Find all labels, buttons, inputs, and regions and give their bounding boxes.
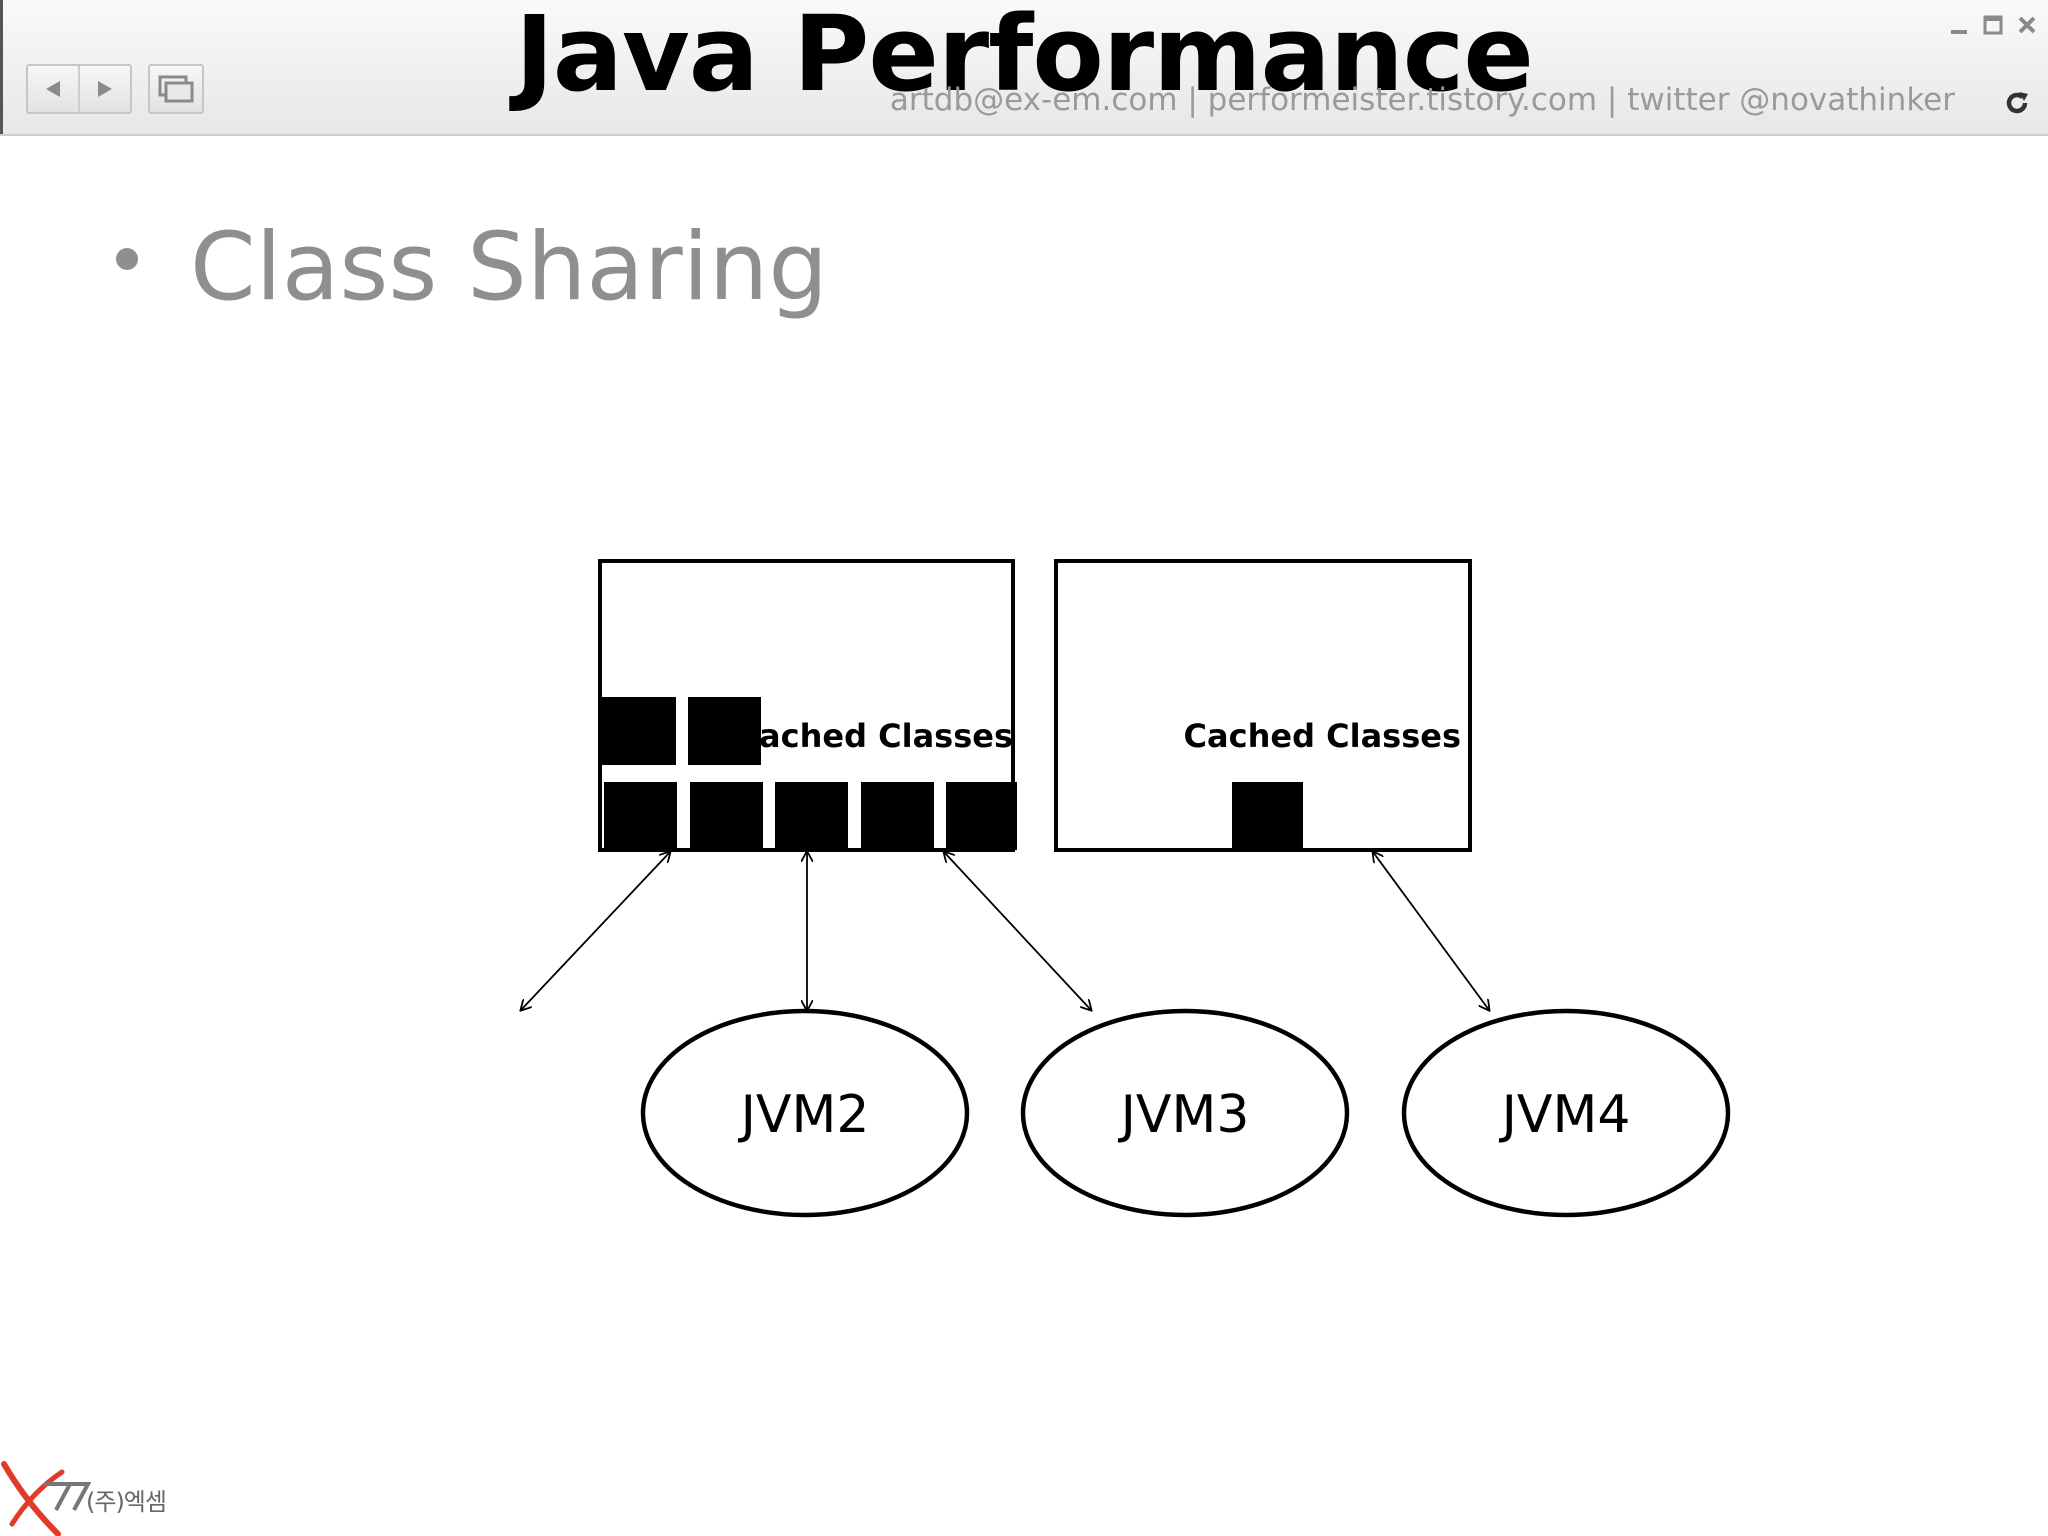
- jvm-node-label: JVM2: [738, 1085, 870, 1145]
- cached-class-block: [602, 697, 676, 765]
- jvm-node: [1020, 1008, 1350, 1218]
- viewer-toolbar: Java Performance artdb@ex-em.com | perfo…: [0, 0, 2048, 136]
- jvm4-arrow: [1373, 852, 1489, 1010]
- cached-class-block: [861, 782, 934, 850]
- slide-overview-button[interactable]: [148, 64, 204, 114]
- close-button[interactable]: [2012, 10, 2042, 40]
- bullet-marker: [116, 248, 138, 270]
- presentation-title: Java Performance: [515, 0, 1534, 115]
- cache-box-label: Cached Classes: [1184, 717, 1461, 755]
- cached-class-block: [688, 697, 761, 765]
- jvm-node: [1401, 1008, 1731, 1218]
- company-logo-icon: [1, 1461, 92, 1536]
- author-contact: artdb@ex-em.com | performeister.tistory.…: [889, 82, 1955, 118]
- cached-class-block: [946, 782, 1017, 850]
- minimize-button[interactable]: [1944, 10, 1974, 40]
- company-logo-text: (주)엑셈: [86, 1488, 167, 1516]
- reload-icon: [2006, 92, 2028, 114]
- jvm1-arrow: [521, 852, 670, 1010]
- maximize-button[interactable]: [1978, 10, 2008, 40]
- close-icon: [2018, 16, 2036, 34]
- navigation-group: [26, 64, 132, 114]
- minimize-icon: [1951, 30, 1967, 34]
- reload-button[interactable]: [2000, 86, 2034, 120]
- jvm-node: [640, 1008, 970, 1218]
- maximize-icon: [1983, 15, 2003, 35]
- cached-class-block: [690, 782, 763, 850]
- slides-icon: [158, 75, 194, 103]
- jvm-node-label: JVM3: [1118, 1085, 1250, 1145]
- bullet-text: Class Sharing: [190, 213, 829, 322]
- triangle-left-icon: [46, 81, 60, 97]
- cached-class-block: [604, 782, 677, 850]
- cached-class-block: [1232, 782, 1303, 850]
- cached-class-block: [775, 782, 848, 850]
- jvm3-arrow: [944, 852, 1091, 1010]
- triangle-right-icon: [98, 81, 112, 97]
- cache-box-label: Cached Classes: [736, 717, 1013, 755]
- previous-slide-button[interactable]: [28, 66, 78, 112]
- next-slide-button[interactable]: [78, 66, 130, 112]
- jvm-node-label: JVM4: [1499, 1085, 1631, 1145]
